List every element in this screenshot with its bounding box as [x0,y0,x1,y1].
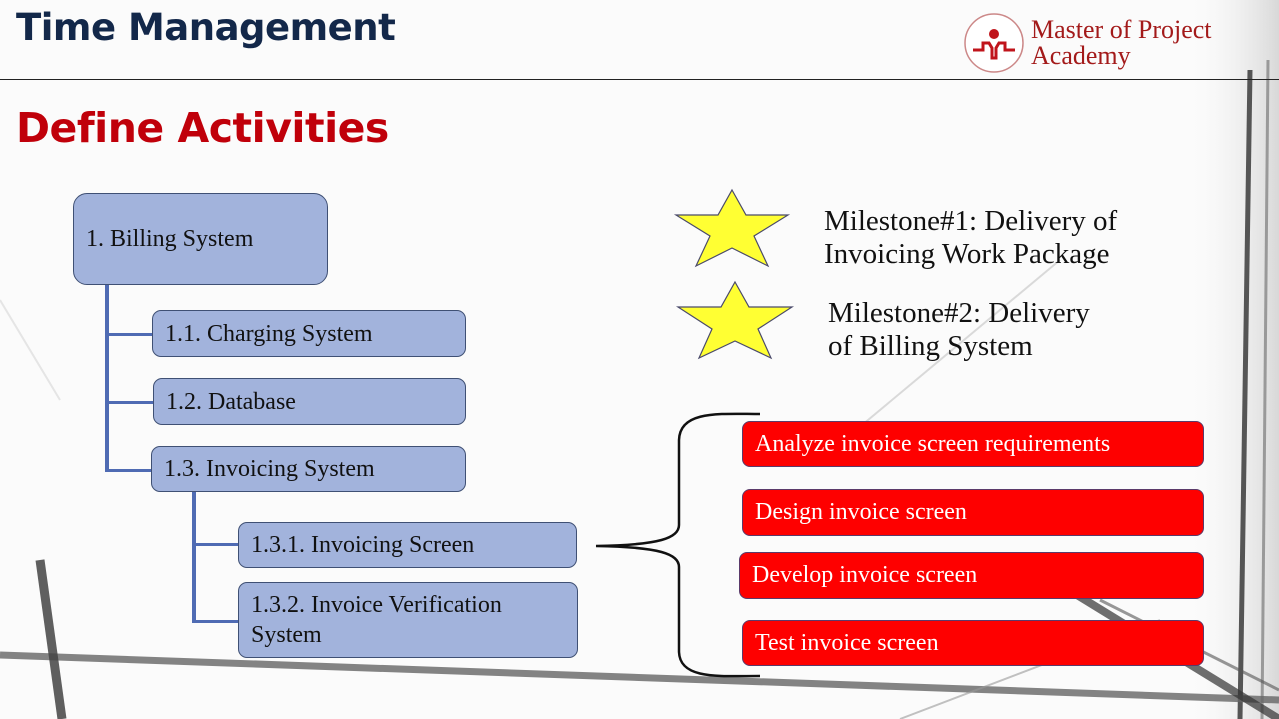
wbs-node-charging-system[interactable]: 1.1. Charging System [152,310,466,357]
activity-analyze-requirements[interactable]: Analyze invoice screen requirements [742,421,1204,467]
wbs-node-invoice-verification-system[interactable]: 1.3.2. Invoice Verification System [238,582,578,658]
logo-line1: Master of Project [1031,15,1212,44]
wbs-connector [192,620,240,623]
wbs-node-billing-system[interactable]: 1. Billing System [73,193,328,285]
wbs-connector [105,469,153,472]
wbs-connector [105,333,153,336]
star-icon [673,188,791,268]
wbs-connector [105,401,153,404]
activity-label: Develop invoice screen [752,562,978,588]
activity-label: Test invoice screen [755,629,939,656]
wbs-node-label-line2: System [251,622,322,648]
wbs-node-label: 1. Billing System [86,226,254,252]
header-divider [0,79,1279,80]
wbs-node-label: 1.3. Invoicing System [164,456,375,482]
academy-person-icon [964,13,1024,73]
curly-brace [595,412,761,678]
milestone-1-text: Milestone#1: Delivery of Invoicing Work … [824,205,1118,270]
activity-label: Analyze invoice screen requirements [755,430,1111,457]
activity-test-screen[interactable]: Test invoice screen [742,620,1204,666]
activity-design-screen[interactable]: Design invoice screen [742,489,1204,536]
activity-label: Design invoice screen [755,499,967,525]
wbs-node-invoicing-screen[interactable]: 1.3.1. Invoicing Screen [238,522,577,568]
logo-line2: Academy [1031,41,1131,70]
wbs-node-database[interactable]: 1.2. Database [153,378,466,425]
wbs-node-label: 1.1. Charging System [165,320,373,347]
header-title: Time Management [16,6,396,49]
milestone-2-text: Milestone#2: Delivery of Billing System [828,297,1090,362]
academy-logo[interactable]: Master of Project Academy [963,12,1212,74]
page-title: Define Activities [16,104,389,152]
wbs-connector [192,491,196,623]
activity-develop-screen[interactable]: Develop invoice screen [739,552,1204,599]
wbs-node-label: 1.2. Database [166,388,296,415]
wbs-node-label: 1.3.1. Invoicing Screen [251,532,475,558]
wbs-node-invoicing-system[interactable]: 1.3. Invoicing System [151,446,466,492]
wbs-connector [105,284,109,472]
wbs-node-label-line1: 1.3.2. Invoice Verification [251,592,502,618]
star-icon [675,280,795,360]
wbs-connector [192,543,240,546]
